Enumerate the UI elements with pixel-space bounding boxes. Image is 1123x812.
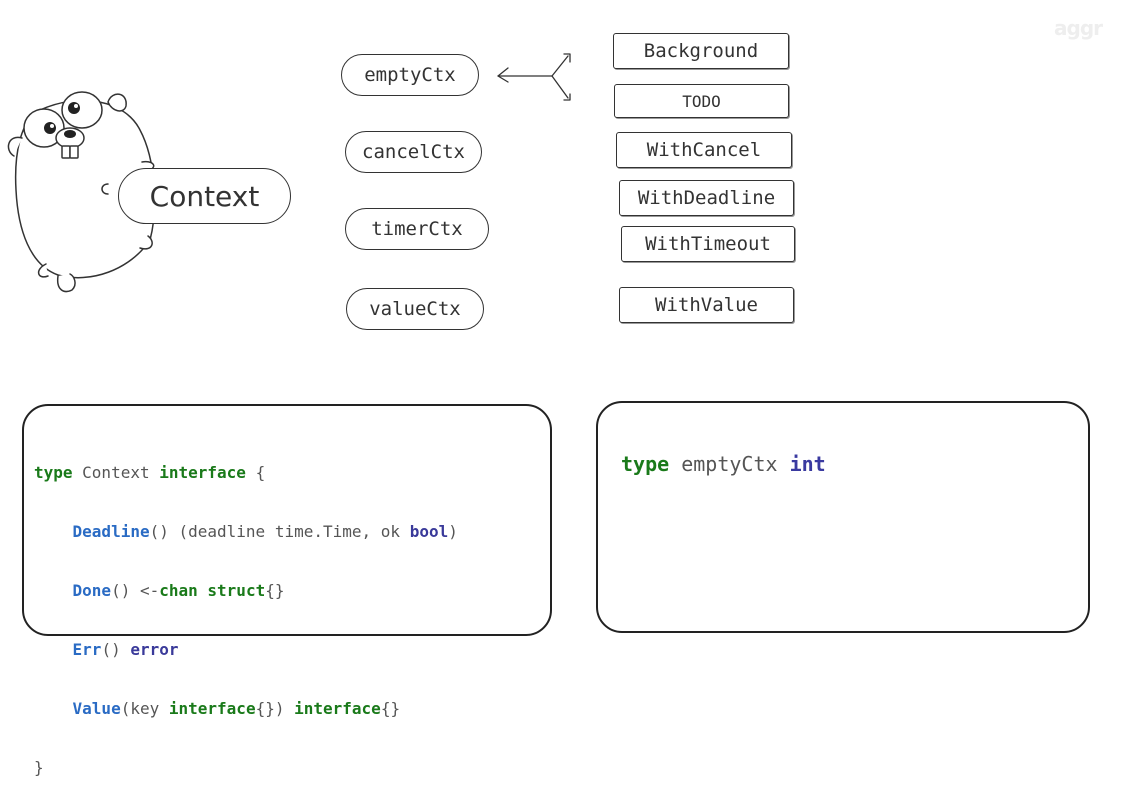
todo-box: TODO <box>614 84 789 118</box>
background-box: Background <box>613 33 789 69</box>
code-line-6: } <box>34 757 44 777</box>
code-line-5: Value(key interface{}) interface{} <box>72 698 401 718</box>
watermark-logo: aggr <box>1054 16 1103 40</box>
withvalue-box: WithValue <box>619 287 794 323</box>
context-label: Context <box>118 168 291 224</box>
withcancel-box: WithCancel <box>616 132 792 168</box>
timerctx-pill: timerCtx <box>345 208 489 250</box>
context-interface-code: type Context interface { Deadline() (dea… <box>34 428 458 812</box>
valuectx-pill: valueCtx <box>346 288 484 330</box>
code-line-3: Done() <-chan struct{} <box>72 580 285 600</box>
emptyctx-code-panel <box>596 401 1090 633</box>
code-line-empty: type emptyCtx int <box>621 451 826 476</box>
emptyctx-pill: emptyCtx <box>341 54 479 96</box>
code-line-1: type Context interface { <box>34 462 266 482</box>
branch-arrow-icon <box>497 53 571 101</box>
withtimeout-box: WithTimeout <box>621 226 795 262</box>
cancelctx-pill: cancelCtx <box>345 131 482 173</box>
emptyctx-code: type emptyCtx int <box>621 420 826 509</box>
gopher-mascot-icon <box>7 91 156 293</box>
context-interface-code-panel <box>22 404 552 636</box>
code-line-4: Err() error <box>72 639 179 659</box>
code-line-2: Deadline() (deadline time.Time, ok bool) <box>72 521 458 541</box>
withdeadline-box: WithDeadline <box>619 180 794 216</box>
